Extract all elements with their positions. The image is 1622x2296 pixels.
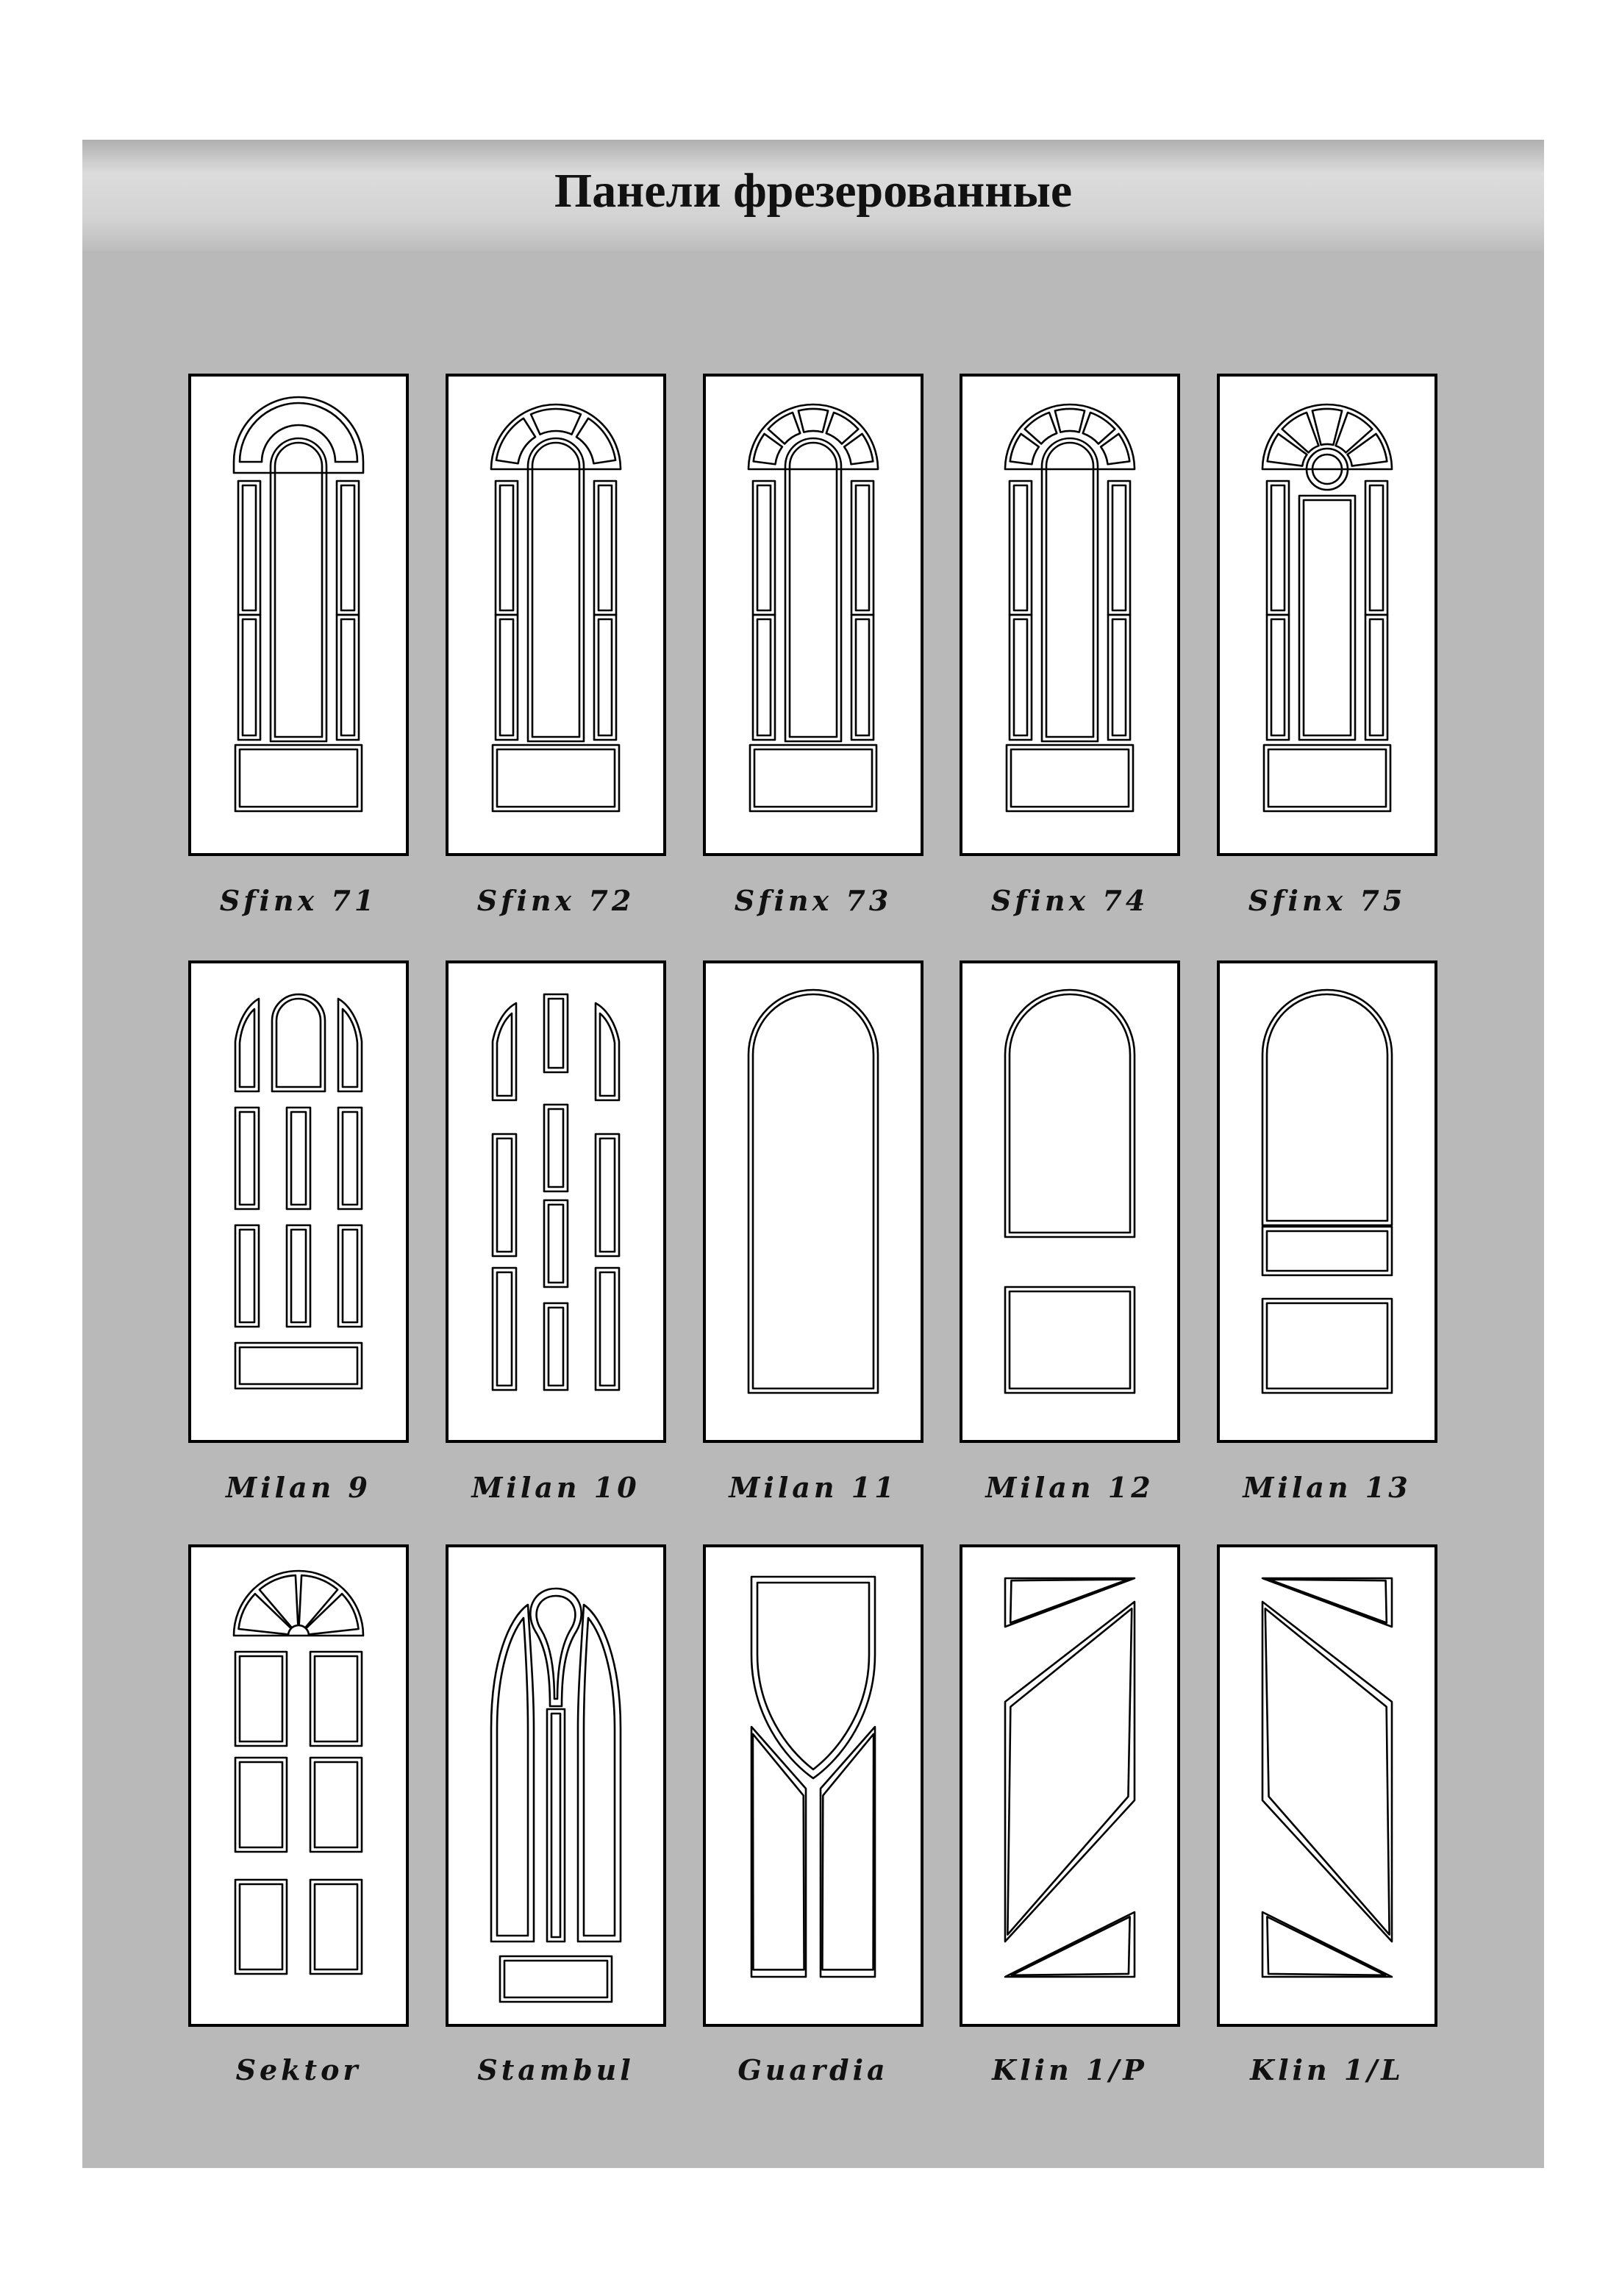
- door-panel-milan-9[interactable]: [188, 960, 409, 1443]
- panel-caption: Sektor: [235, 2053, 362, 2086]
- door-panel-stambul[interactable]: [446, 1544, 666, 2027]
- title-banner: Панели фрезерованные: [82, 140, 1544, 252]
- panel-caption: Sfinx 75: [1248, 884, 1407, 917]
- door-panel-milan-11[interactable]: [703, 960, 923, 1443]
- door-panel-drawing: [446, 1544, 666, 2027]
- panel-caption: Milan 10: [471, 1471, 640, 1504]
- door-panel-klin-1p[interactable]: [960, 1544, 1180, 2027]
- door-panel-milan-10[interactable]: [446, 960, 666, 1443]
- panel-caption: Guardia: [737, 2053, 889, 2086]
- door-panel-drawing: [446, 374, 666, 856]
- panel-caption: Milan 12: [985, 1471, 1154, 1504]
- panel-caption: Sfinx 74: [990, 884, 1149, 917]
- panel-caption: Milan 11: [729, 1471, 898, 1504]
- panel-caption: Sfinx 71: [219, 884, 378, 917]
- door-panel-milan-12[interactable]: [960, 960, 1180, 1443]
- door-panel-sfinx-71[interactable]: [188, 374, 409, 856]
- door-panel-drawing: [188, 960, 409, 1443]
- door-panel-drawing: [960, 1544, 1180, 2027]
- door-panel-drawing: [1217, 374, 1437, 856]
- door-panel-sfinx-72[interactable]: [446, 374, 666, 856]
- page-title: Панели фрезерованные: [554, 164, 1073, 218]
- door-panel-drawing: [1217, 1544, 1437, 2027]
- panel-caption: Milan 9: [226, 1471, 371, 1504]
- door-panel-drawing: [960, 374, 1180, 856]
- door-panel-milan-13[interactable]: [1217, 960, 1437, 1443]
- door-panel-drawing: [188, 1544, 409, 2027]
- panel-caption: Klin 1/P: [992, 2053, 1148, 2086]
- door-panel-drawing: [960, 960, 1180, 1443]
- door-panel-sfinx-73[interactable]: [703, 374, 923, 856]
- door-panel-drawing: [703, 960, 923, 1443]
- door-panel-klin-1l[interactable]: [1217, 1544, 1437, 2027]
- door-panel-drawing: [1217, 960, 1437, 1443]
- panel-caption: Stambul: [477, 2053, 635, 2086]
- door-panel-drawing: [188, 374, 409, 856]
- panel-caption: Klin 1/L: [1250, 2053, 1404, 2086]
- door-panel-guardia[interactable]: [703, 1544, 923, 2027]
- door-panel-drawing: [703, 374, 923, 856]
- panel-caption: Sfinx 73: [734, 884, 893, 917]
- panel-caption: Milan 13: [1243, 1471, 1412, 1504]
- door-panel-sektor[interactable]: [188, 1544, 409, 2027]
- door-panel-drawing: [703, 1544, 923, 2027]
- panel-caption: Sfinx 72: [476, 884, 635, 917]
- door-panel-drawing: [446, 960, 666, 1443]
- door-panel-sfinx-75[interactable]: [1217, 374, 1437, 856]
- door-panel-sfinx-74[interactable]: [960, 374, 1180, 856]
